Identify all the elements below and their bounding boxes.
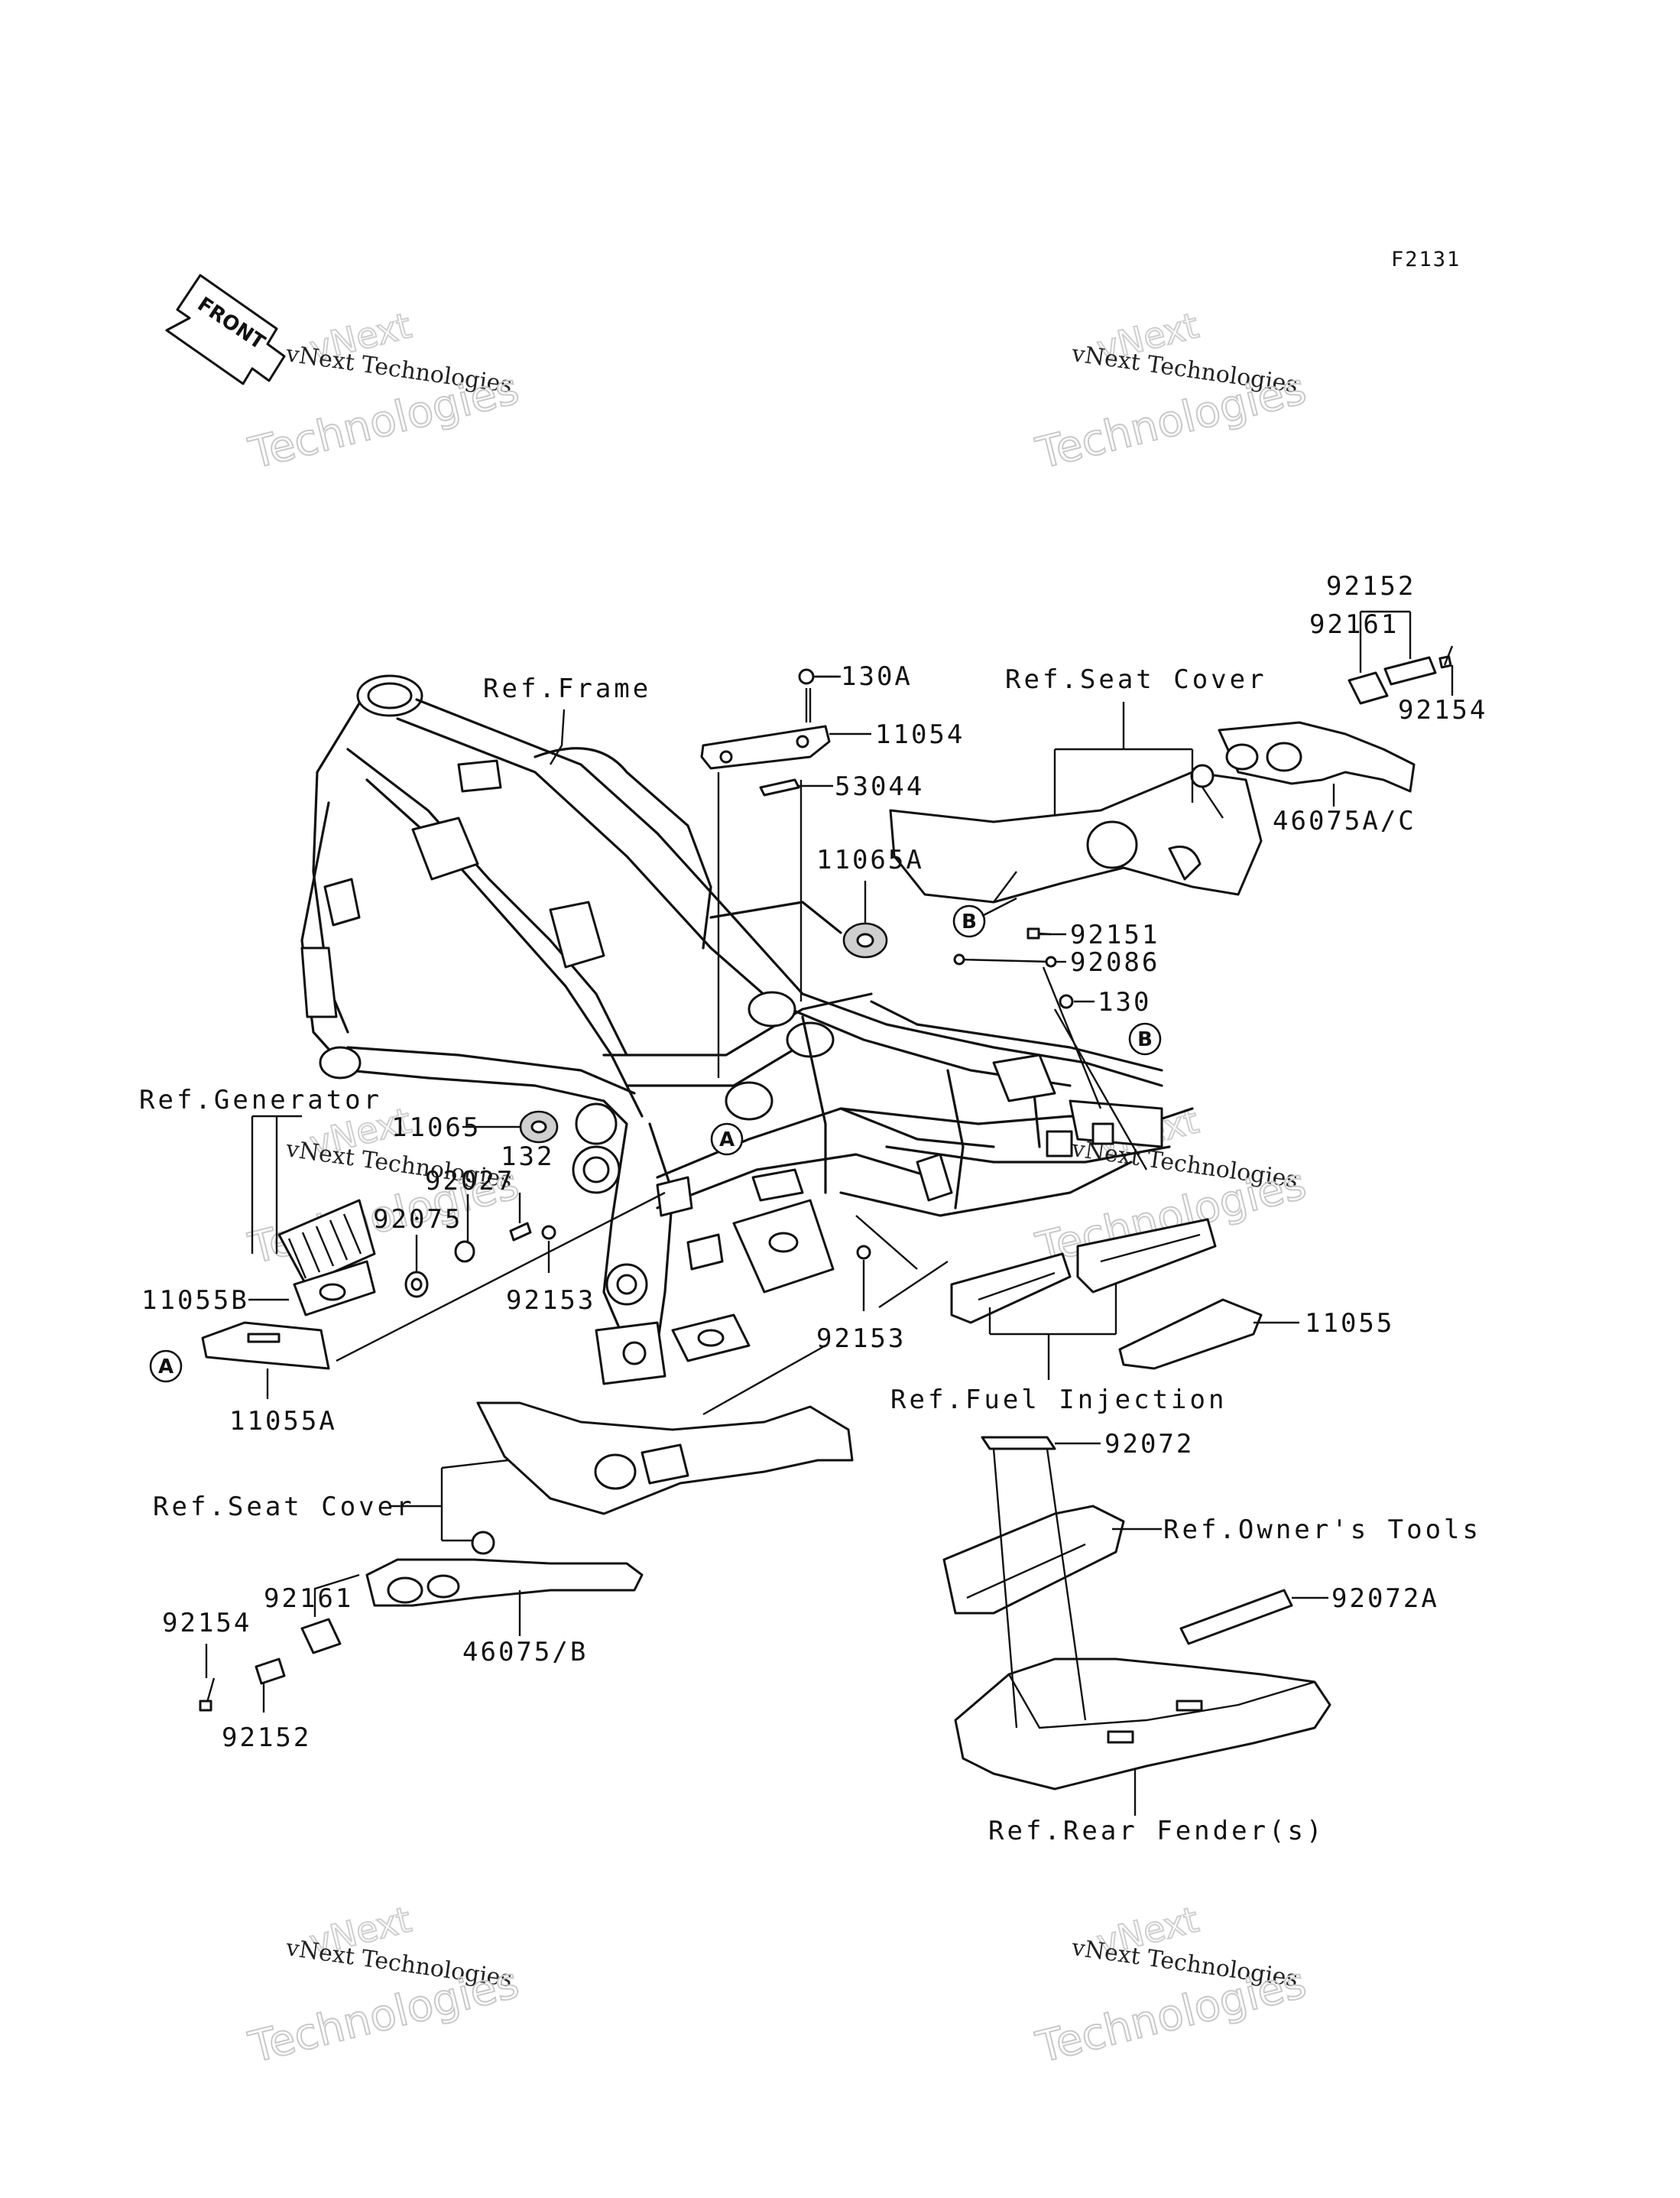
case-92072-drawing (942, 1436, 1125, 1615)
label-92072: 92072 (1104, 1429, 1194, 1459)
label-ref-rear-fenders: Ref.Rear Fender(s) (988, 1816, 1325, 1846)
svg-text:Technologies: Technologies (1031, 1958, 1311, 2073)
bolt-130 (1059, 994, 1074, 1009)
rear-fender-drawing (954, 1657, 1331, 1791)
label-11055b: 11055B (141, 1285, 249, 1316)
grommet-11065a (842, 922, 888, 959)
label-11054: 11054 (875, 719, 965, 750)
label-92161-top: 92161 (1309, 609, 1399, 640)
label-11065a: 11065A (816, 845, 924, 875)
label-92075: 92075 (373, 1204, 462, 1235)
svg-text:Technologies: Technologies (244, 1958, 524, 2073)
label-92072a: 92072A (1331, 1583, 1439, 1614)
bolt-92154-top (1438, 645, 1454, 669)
strap-92072a-drawing (1179, 1589, 1293, 1645)
collar-92075 (404, 1271, 429, 1298)
label-92086: 92086 (1070, 947, 1159, 978)
label-ref-frame: Ref.Frame (483, 674, 651, 704)
bolt-92153-mid (856, 1245, 871, 1260)
label-ref-fuel-injection: Ref.Fuel Injection (890, 1385, 1227, 1415)
cable-92086 (953, 953, 1057, 968)
bolt-92154-bottom (199, 1677, 216, 1712)
label-132: 132 (501, 1141, 554, 1172)
label-92151: 92151 (1070, 920, 1159, 950)
seat-cover-top-drawing (889, 771, 1263, 904)
label-ref-seat-cover-top: Ref.Seat Cover (1005, 664, 1267, 695)
svg-text:B: B (962, 911, 977, 933)
label-92027: 92027 (425, 1166, 514, 1196)
callout-a-frame: A (710, 1122, 744, 1156)
svg-text:A: A (719, 1128, 735, 1151)
label-130: 130 (1098, 987, 1151, 1018)
bracket-11055a-drawing (201, 1321, 330, 1370)
label-11055a: 11055A (229, 1406, 337, 1437)
bolt-92153-left (541, 1225, 556, 1240)
watermark-bottom-left: vNext vNext Technologies Technologies (243, 1898, 524, 2073)
diagram-code: F2131 (1391, 248, 1461, 271)
label-ref-seat-cover-bottom: Ref.Seat Cover (153, 1492, 415, 1522)
seat-cover-bottom-drawing (471, 1401, 854, 1555)
label-11065: 11065 (391, 1112, 481, 1143)
label-46075b: 46075/B (462, 1637, 588, 1667)
label-92154-bottom: 92154 (162, 1608, 251, 1638)
bracket-11054-drawing (700, 725, 831, 770)
label-92152-top: 92152 (1326, 571, 1416, 602)
watermark-top-left: vNext vNext Technologies Technologies (243, 304, 524, 479)
svg-text:B: B (1137, 1028, 1153, 1051)
label-92153-left: 92153 (506, 1285, 595, 1316)
label-ref-generator: Ref.Generator (139, 1085, 382, 1115)
labels: Ref.Frame 130A 11054 53044 11065A Ref.Se… (139, 571, 1487, 1846)
collar-92152-bottom (255, 1657, 286, 1685)
front-arrow-icon: FRONT (165, 274, 286, 385)
regulator-drawing (277, 1199, 376, 1317)
svg-text:A: A (158, 1355, 174, 1378)
label-53044: 53044 (835, 771, 924, 802)
svg-text:Technologies: Technologies (244, 364, 524, 479)
grab-rail-46075b-drawing (365, 1558, 644, 1607)
collar-92152-top (1383, 656, 1437, 686)
watermark-bottom-right: vNext vNext Technologies Technologies (1030, 1898, 1312, 2073)
label-92154-top: 92154 (1398, 695, 1487, 726)
main-frame-drawing (300, 674, 1194, 1385)
label-11055: 11055 (1305, 1308, 1394, 1339)
grommet-11065 (519, 1110, 559, 1144)
callout-b-seat: B (952, 904, 986, 938)
leader-lines (205, 610, 1454, 1816)
callout-a-bracket: A (149, 1349, 183, 1383)
watermark-top-right: vNext vNext Technologies Technologies (1030, 304, 1312, 479)
collar-92027 (454, 1240, 475, 1263)
label-46075ac: 46075A/C (1273, 806, 1416, 836)
svg-text:Technologies: Technologies (1031, 364, 1311, 479)
bolt-132 (509, 1222, 532, 1242)
strap-53044 (759, 778, 800, 797)
spacer-92161-top (1348, 671, 1389, 705)
label-92153-mid: 92153 (816, 1323, 906, 1354)
label-92161-bottom: 92161 (264, 1583, 353, 1614)
label-92152-bottom: 92152 (222, 1722, 311, 1753)
fuel-injection-covers-drawing (950, 1218, 1263, 1370)
spacer-92161-bottom (300, 1618, 342, 1654)
grab-rail-46075ac-drawing (1190, 721, 1416, 793)
label-130a: 130A (841, 661, 913, 692)
callout-b-frame: B (1128, 1022, 1162, 1056)
label-ref-owners-tools: Ref.Owner's Tools (1163, 1515, 1481, 1545)
